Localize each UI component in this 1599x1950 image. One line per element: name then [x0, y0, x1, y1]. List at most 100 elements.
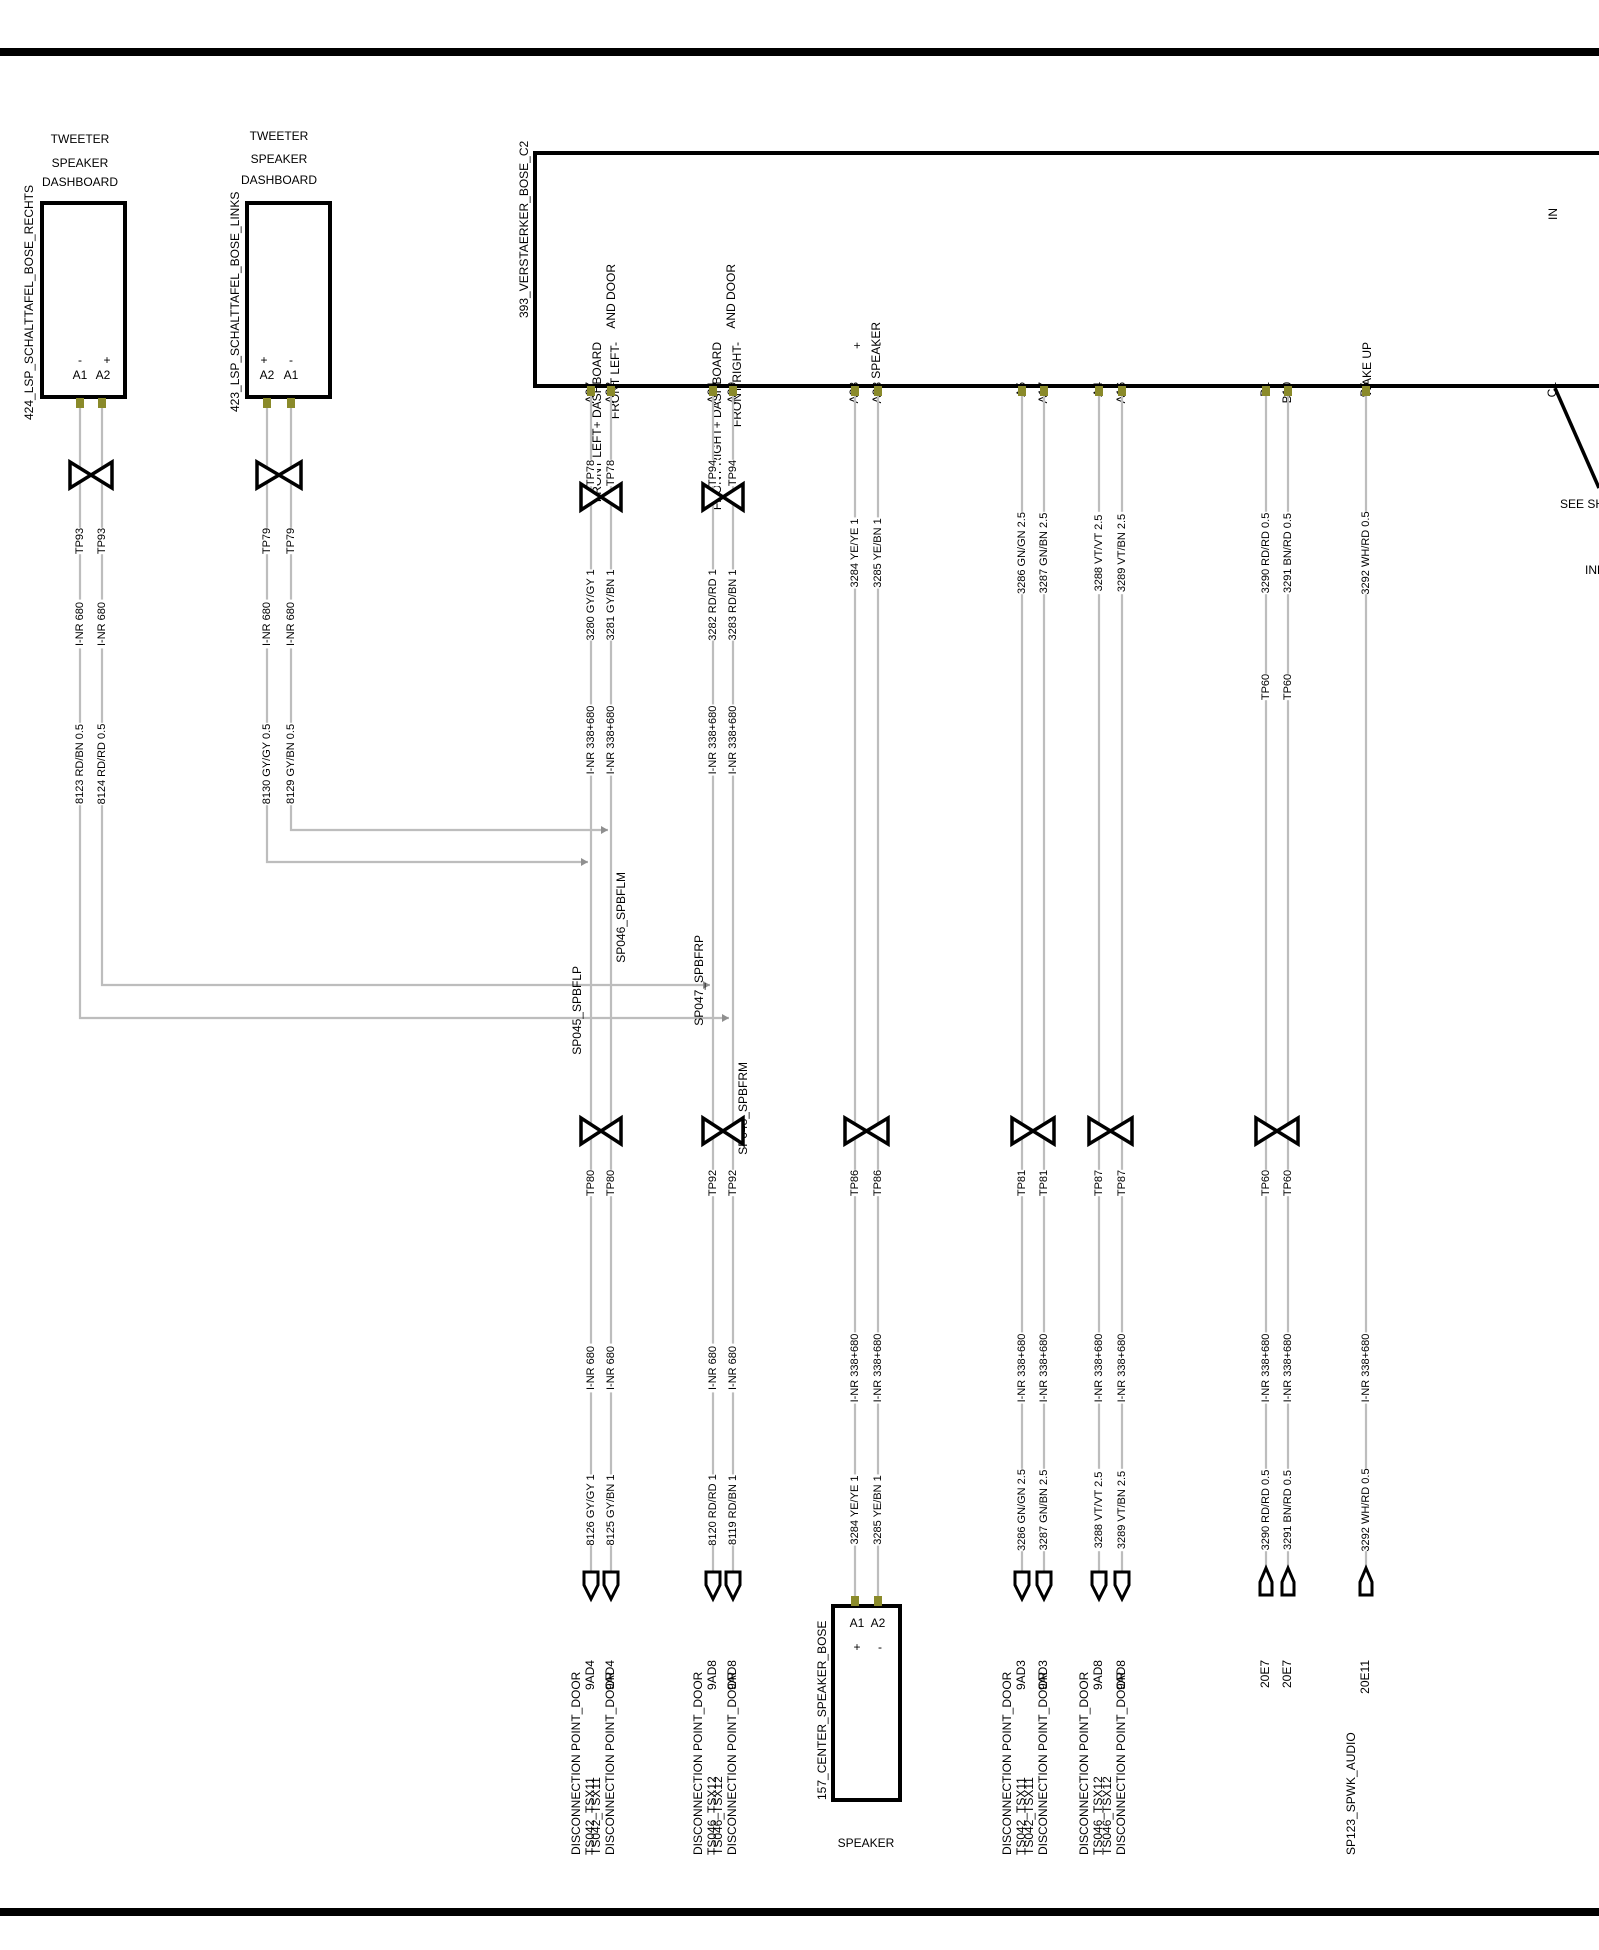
comp-424-desc-3: DASHBOARD [42, 175, 118, 189]
tweeter-wire-label-0: 8123 RD/BN 0.5 [74, 724, 86, 804]
channel-dest-7-1: DISCONNECTION POINT_DOOR [1036, 1671, 1050, 1855]
channel-wire-bot-4: 3284 YE/YE 1 [849, 1476, 861, 1545]
amp-group-5-line-0: - [872, 342, 886, 346]
channel-ref-10: 20E7 [1258, 1660, 1272, 1688]
comp-157-pin-2: A2 [871, 1616, 886, 1630]
tweeter-423-bowtie [255, 458, 303, 492]
channel-wire-top-4-bg [849, 517, 861, 589]
channel-inr-bot-1-bg [605, 1343, 617, 1393]
channel-inr-bot-9: I-NR 338+680 [1116, 1334, 1128, 1403]
amp-group-7-line-0: WAKE UP [1360, 342, 1374, 397]
channel-inr-bot-10: I-NR 338+680 [1260, 1334, 1272, 1403]
channel-wire-top-12: 3292 WH/RD 0.5 [1360, 511, 1372, 594]
component-423[interactable]: TWEETER SPEAKER DASHBOARD 423_LSP_SCHALT… [228, 129, 332, 412]
comp-157-pin-1: A1 [850, 1616, 865, 1630]
tweeter-inr-3: I-NR 680 [285, 602, 297, 646]
amp-group-8-line-0: IN [1546, 208, 1560, 220]
channel-wire-bot-2-bg [707, 1474, 719, 1546]
channel-wire-top-0-bg [585, 569, 597, 641]
comp-424-sign-1: - [78, 353, 82, 367]
comp-157-sign-2: - [878, 1640, 882, 1654]
amp-pin-square-A16 [1118, 386, 1126, 396]
channel-tp-bot-5-bg [872, 1169, 884, 1197]
tweeter-inr-2-bg [261, 599, 273, 649]
channel-wire-top-5: 3285 YE/BN 1 [872, 518, 884, 588]
channel-inr-bot-6-bg [1016, 1332, 1028, 1404]
splice-SP045_SPBFLP: SP045_SPBFLP [570, 966, 584, 1055]
channel-inr-bot-0: I-NR 680 [585, 1346, 597, 1390]
channel-inr-top-2-bg [707, 704, 719, 776]
tweeter-inr-1: I-NR 680 [96, 602, 108, 646]
channel-dest-0-0: DISCONNECTION POINT_DOOR [569, 1671, 583, 1855]
component-157[interactable]: 157_CENTER_SPEAKER_BOSE A1 A2 + - SPEAKE… [815, 1604, 902, 1850]
channel-inr-top-1-bg [605, 704, 617, 776]
channel-dest-6-1: TS042_TSX11 [1014, 1777, 1028, 1855]
tweeter-tp-2-bg [261, 527, 273, 555]
channel-tp-bot-0-bg [585, 1169, 597, 1197]
channel-wire-top-6-bg [1016, 511, 1028, 595]
amp-pin-square-A32 [607, 386, 615, 396]
channel-tp-bot-7: TP81 [1038, 1170, 1050, 1196]
channel-wire-bot-11-bg [1282, 1468, 1294, 1552]
comp-157-sign-1: + [853, 1640, 860, 1654]
channel-bowtie-1 [701, 480, 745, 514]
channel-wire-bot-8-bg [1093, 1468, 1105, 1552]
amplifier-393[interactable]: 393_VERSTAERKER_BOSE_C2 FRONT LEFT+ DASH… [517, 140, 1599, 577]
channel-wire-bot-6: 3286 GN/GN 2.5 [1016, 1469, 1028, 1551]
channel-dest-9-1: DISCONNECTION POINT_DOOR [1114, 1671, 1128, 1855]
comp-424-pin-2: A2 [96, 368, 111, 382]
amp-pin-square-A4 [1095, 386, 1103, 396]
channel-wire-bot-9: 3289 VT/BN 2.5 [1116, 1471, 1128, 1549]
channel-wire-bot-5: 3285 YE/BN 1 [872, 1475, 884, 1545]
channel-ref-11: 20E7 [1280, 1660, 1294, 1688]
amp-group-6-line-0: SPEAKER [869, 322, 883, 379]
top-border [0, 48, 1599, 56]
channel-wire-top-7-bg [1038, 511, 1050, 595]
channel-inr-bot-0-bg [585, 1343, 597, 1393]
comp-157-box [831, 1604, 902, 1802]
channel-wire-bot-5-bg [872, 1474, 884, 1546]
channel-tp-top-0: TP78 [585, 460, 597, 486]
channel-tp-bot-4: TP86 [849, 1170, 861, 1196]
channel-dest-8-1: TS046_TSX12 [1091, 1776, 1105, 1855]
channel-wire-top-2: 3282 RD/RD 1 [707, 569, 719, 641]
channel-bowtie-5 [1010, 1114, 1056, 1148]
channel-tp-top-1-bg [605, 459, 617, 487]
channel-wire-top-1-bg [605, 569, 617, 641]
channel-inr-top-3-bg [727, 704, 739, 776]
channel-wire-bot-4-bg [849, 1474, 861, 1546]
tweeter-tp-0-bg [74, 527, 86, 555]
channel-inr-bot-5-bg [872, 1332, 884, 1404]
comp-423-pin-2: A1 [284, 368, 299, 382]
tweeter-tp-0: TP93 [74, 528, 86, 554]
channel-tp-top-3-bg [727, 459, 739, 487]
channel-wire-top-11-bg [1282, 511, 1294, 595]
channel-tp-bot-7-bg [1038, 1169, 1050, 1197]
splice-arrow-3 [601, 826, 608, 834]
amp-pin-square-B1 [1262, 386, 1270, 396]
channel-tp-bot-8: TP87 [1093, 1170, 1105, 1196]
comp-424-name: 424_LSP_SCHALTTAFEL_BOSE_RECHTS [22, 185, 36, 420]
channel-wire-bot-12-bg [1360, 1468, 1372, 1552]
tweeter-wire-0 [78, 408, 729, 1020]
tweeter-inr-0: I-NR 680 [74, 602, 86, 646]
tweeter-tp-2: TP79 [261, 528, 273, 554]
channel-tp-bot-5: TP86 [872, 1170, 884, 1196]
component-424[interactable]: TWEETER SPEAKER DASHBOARD 424_LSP_SCHALT… [22, 132, 127, 420]
channel-tp-bot-9: TP87 [1116, 1170, 1128, 1196]
channel-wire-bot-1: 8125 GY/BN 1 [605, 1475, 617, 1546]
channel-inr-bot-5: I-NR 338+680 [872, 1334, 884, 1403]
channel-wire-bot-0: 8126 GY/GY 1 [585, 1474, 597, 1545]
comp-157-name: 157_CENTER_SPEAKER_BOSE [815, 1621, 829, 1800]
comp-423-box [245, 201, 332, 399]
channel-dest-1-0: TS042_TSX11 [589, 1777, 603, 1855]
amp-pin-square-A29 [729, 386, 737, 396]
comp-424-desc-2: SPEAKER [52, 156, 109, 170]
comp-423-pin-1: A2 [260, 368, 275, 382]
channel-ref-8: 9AD8 [1091, 1660, 1105, 1690]
tweeter-tp-1: TP93 [96, 528, 108, 554]
channel-dest-12-0: SP123_SPWK_AUDIO [1344, 1732, 1358, 1855]
channel-wire-top-8-bg [1093, 511, 1105, 595]
amp-pin-square-A5 [1018, 386, 1026, 396]
